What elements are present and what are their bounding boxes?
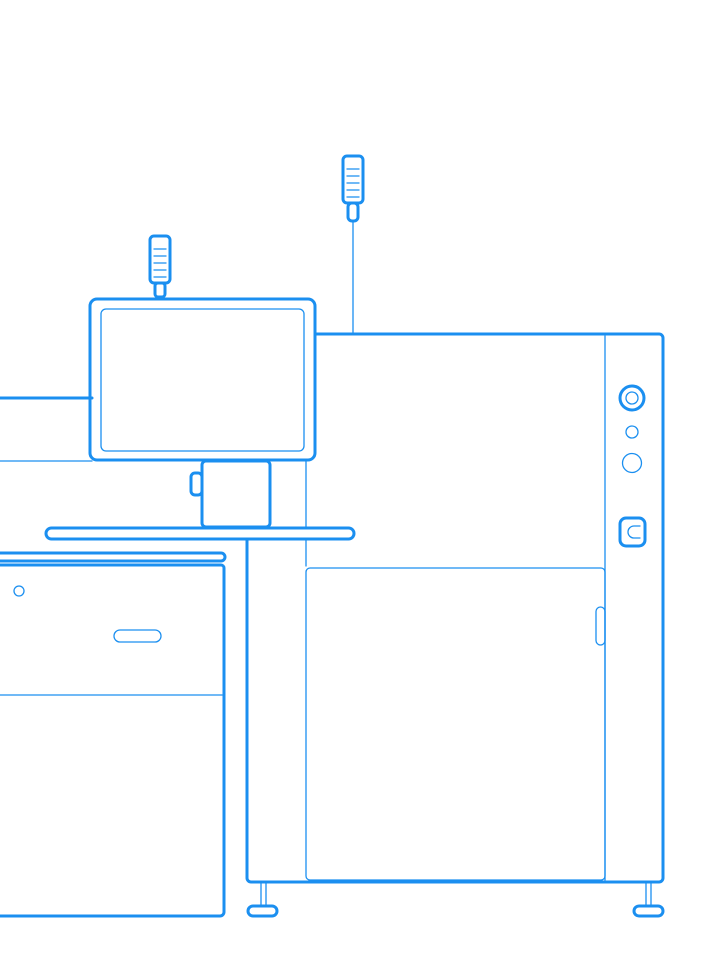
monitor-assembly xyxy=(44,234,356,541)
door-handle xyxy=(595,606,606,646)
monitor-mount-block xyxy=(200,459,272,529)
left-cabinet-module xyxy=(0,396,227,918)
left-drawer-handle xyxy=(113,629,162,643)
machine-outer-body xyxy=(245,332,665,884)
reset-button xyxy=(621,452,643,474)
signal-tower-icon xyxy=(341,154,365,223)
monitor-screen xyxy=(100,308,305,452)
keyboard-shelf xyxy=(44,526,356,541)
left-shelf-1 xyxy=(0,551,227,563)
left-shelf-2 xyxy=(0,563,226,918)
signal-tower-icon xyxy=(148,234,172,299)
monitor-frame xyxy=(88,297,317,462)
small-indicator-button xyxy=(625,425,639,439)
left-indicator-light xyxy=(13,585,25,597)
machine-foot-right xyxy=(632,881,665,918)
power-switch-icon xyxy=(618,516,647,548)
machine-lower-door xyxy=(305,567,606,881)
main-machine-body xyxy=(245,154,665,918)
stop-button-icon xyxy=(618,384,646,412)
monitor-mount-knob xyxy=(189,471,204,497)
machine-foot-left xyxy=(246,881,279,918)
